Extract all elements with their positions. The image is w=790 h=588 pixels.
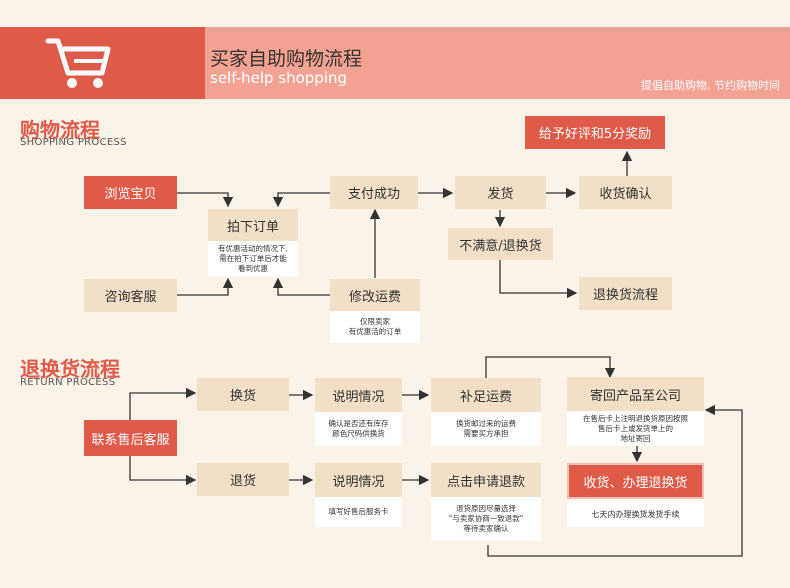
apply-refund-note: 退货原因尽量选择 "与卖家协商一致退款" 等待卖家确认: [431, 497, 541, 541]
tagline: 提倡自助购物, 节约购物时间: [641, 79, 780, 92]
explain-exchange-note-line: 确认是否还有库存: [328, 419, 389, 428]
order-note-line: 需在拍下订单后才能: [219, 254, 287, 263]
explain-exchange-node: 说明情况: [315, 378, 402, 412]
explain-refund-note-line: 填写好售后服务卡: [328, 507, 389, 516]
explain-exchange-note-line: 颜色尺码供换货: [332, 429, 385, 438]
consult-node: 咨询客服: [84, 279, 177, 312]
send-back-note: 在售后卡上注明退换货原因按照 售后卡上或发货单上的 地址寄回: [567, 411, 704, 446]
explain-refund-node: 说明情况: [315, 463, 402, 497]
send-back-node: 寄回产品至公司: [567, 377, 704, 411]
modify-shipping-note: 仅限卖家 有优惠活的订单: [330, 311, 420, 343]
order-note: 有优惠活动的情况下, 需在拍下订单后才能 看到优惠: [208, 241, 298, 277]
explain-refund-note: 填写好售后服务卡: [315, 497, 402, 527]
pay-shipping-note: 换货邮过来的运费 需要买方承担: [431, 412, 541, 446]
handle-return-note-line: 七天内办理换货发货手续: [591, 509, 680, 519]
return-section-subtitle: RETURN PROCESS: [20, 377, 116, 388]
shopping-section-subtitle: SHOPPING PROCESS: [20, 137, 127, 148]
order-node: 拍下订单: [208, 209, 298, 241]
browse-node: 浏览宝贝: [84, 176, 177, 209]
explain-exchange-note: 确认是否还有库存 颜色尺码供换货: [315, 412, 402, 446]
contact-service-node: 联系售后客服: [84, 420, 177, 456]
shopping-section-title: 购物流程: [20, 118, 100, 142]
apply-refund-note-line: 等待卖家确认: [463, 524, 509, 533]
apply-refund-note-line: "与卖家协商一致退款": [448, 514, 524, 523]
pay-shipping-node: 补足运费: [431, 378, 541, 412]
header-chevron: [150, 27, 195, 99]
pay-shipping-note-line: 需要买方承担: [463, 429, 509, 438]
send-back-note-line: 售后卡上或发货单上的: [598, 423, 673, 433]
exchange-node: 换货: [197, 378, 289, 411]
apply-refund-node: 点击申请退款: [431, 463, 541, 497]
order-note-line: 看到优惠: [238, 264, 268, 273]
page-subtitle: self-help shopping: [210, 69, 348, 87]
modify-note-line: 仅限卖家: [360, 317, 390, 326]
send-back-note-line: 地址寄回: [620, 433, 651, 443]
return-flow-node: 退换货流程: [579, 277, 672, 310]
reward-node: 给予好评和5分奖励: [525, 116, 665, 149]
refund-node: 退货: [197, 463, 289, 496]
send-back-note-line: 在售后卡上注明退换货原因按照: [583, 413, 688, 423]
return-section-title: 退换货流程: [20, 357, 120, 381]
handle-return-node: 收货、办理退换货: [567, 463, 704, 499]
pay-shipping-note-line: 换货邮过来的运费: [456, 419, 516, 428]
header-banner: [160, 27, 790, 99]
handle-return-note: 七天内办理换货发货手续: [567, 501, 704, 527]
ship-node: 发货: [455, 176, 546, 209]
receive-node: 收货确认: [579, 176, 672, 209]
apply-refund-note-line: 退货原因尽量选择: [456, 504, 516, 513]
modify-note-line: 有优惠活的订单: [348, 327, 402, 336]
shopping-cart-icon: [45, 38, 111, 88]
pay-node: 支付成功: [330, 176, 418, 209]
page-title: 买家自助购物流程: [210, 48, 363, 70]
modify-shipping-node: 修改运费: [330, 279, 420, 311]
order-note-line: 有优惠活动的情况下,: [218, 244, 288, 253]
unhappy-node: 不满意/退换货: [448, 228, 553, 260]
